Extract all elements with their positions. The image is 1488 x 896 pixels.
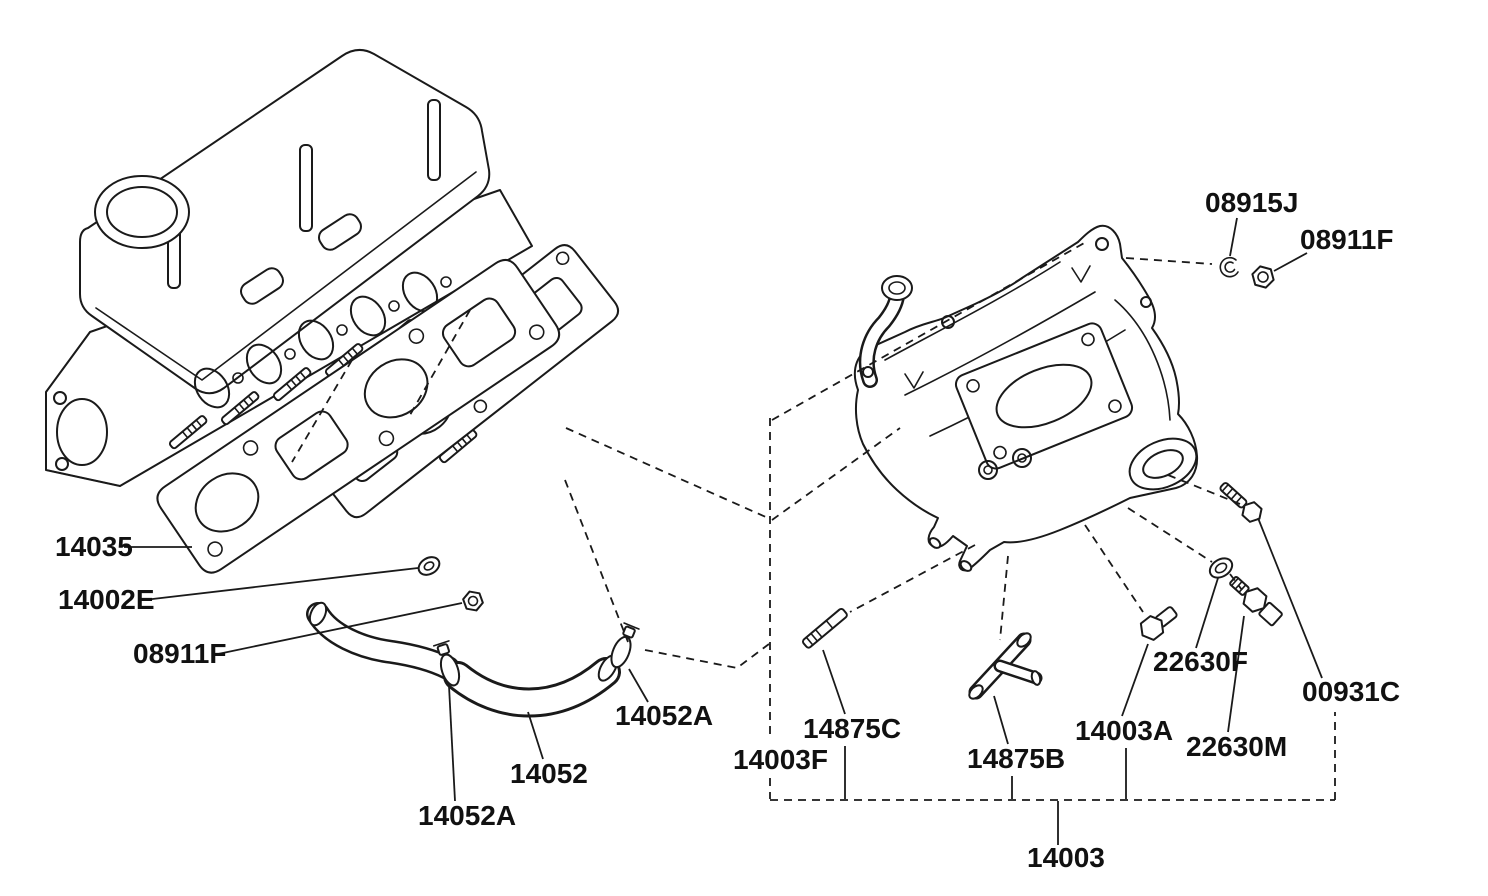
intake-manifold-assembly xyxy=(853,224,1199,572)
head-end-port xyxy=(56,398,108,466)
leader-08915J xyxy=(1229,217,1238,257)
axis-line xyxy=(564,479,629,643)
part-label-14052: 14052 xyxy=(510,758,588,789)
axis-line xyxy=(1229,573,1243,591)
head-bolt-hole xyxy=(53,391,67,405)
part-label-14875C: 14875C xyxy=(803,713,901,744)
valve-cover-pad xyxy=(318,213,362,251)
part-label-08911F-top-right: 08911F xyxy=(1300,224,1393,255)
part-label-14052A-left: 14052A xyxy=(418,800,516,831)
leader-14052 xyxy=(527,711,544,760)
part-label-14003: 14003 xyxy=(1027,842,1105,873)
water-hose-assembly xyxy=(306,556,640,718)
part-label-14875B: 14875B xyxy=(967,743,1065,774)
part-label-14052A-right: 14052A xyxy=(615,700,713,731)
small-parts xyxy=(802,256,1283,700)
axis-line xyxy=(409,309,471,416)
bolt-00931C xyxy=(1219,482,1263,523)
part-label-22630M: 22630M xyxy=(1186,731,1287,762)
direction-arrow xyxy=(1071,265,1091,283)
part-label-14002E: 14002E xyxy=(58,584,155,615)
valve-cover-lip xyxy=(95,171,477,381)
leader-lines xyxy=(124,217,1323,845)
leader-22630F xyxy=(1195,577,1219,649)
nut-08911F-left xyxy=(462,590,484,612)
plug-14003A xyxy=(1139,606,1178,641)
axis-line xyxy=(1084,524,1144,613)
carburetor-flange xyxy=(954,322,1134,470)
nut-08911F-top xyxy=(1251,265,1275,289)
direction-arrow xyxy=(904,371,924,389)
leader-22630M xyxy=(1227,615,1245,733)
axis-line xyxy=(999,555,1009,641)
washer-22630F xyxy=(1208,557,1234,579)
outlet-cap xyxy=(881,275,913,301)
part-label-14035: 14035 xyxy=(55,531,133,562)
valve-cover xyxy=(79,49,491,395)
axis-line xyxy=(291,359,353,463)
oil-filler-cap xyxy=(94,175,190,249)
exhaust-manifold-gasket xyxy=(156,259,561,574)
axis-line xyxy=(644,643,770,669)
stud-14875C xyxy=(802,607,848,649)
axis-line xyxy=(849,544,976,613)
leader-08911F-top xyxy=(1273,252,1308,272)
leader-08911F-left xyxy=(217,602,463,655)
washer-14002E xyxy=(417,556,441,576)
axis-line xyxy=(771,241,1087,421)
part-labels: 08915J 08911F 14035 14002E 08911F 14052A… xyxy=(55,187,1400,873)
snap-ring-08915J xyxy=(1219,256,1239,278)
hose-clamp-left xyxy=(432,640,461,687)
cylinder-head-edge xyxy=(45,331,121,487)
pipe-open-end xyxy=(308,601,328,627)
leader-14875B-up xyxy=(993,695,1009,745)
part-label-08911F-left: 08911F xyxy=(133,638,226,669)
cylinder-head-assembly xyxy=(45,49,533,538)
manifold-gaskets xyxy=(156,244,620,574)
t-connector-14875B xyxy=(968,632,1043,700)
axis-line xyxy=(1125,257,1213,265)
part-label-22630F: 22630F xyxy=(1153,646,1248,677)
part-label-00931C: 00931C xyxy=(1302,676,1400,707)
leader-14875C-up xyxy=(822,649,846,715)
leader-14003A-up xyxy=(1121,643,1149,717)
leader-14052A-left xyxy=(448,685,456,802)
manifold-details xyxy=(862,237,1152,572)
axis-line xyxy=(1127,507,1213,563)
head-bolt-hole xyxy=(55,457,69,471)
assembly-axis-lines xyxy=(291,241,1336,801)
leader-00931C xyxy=(1257,517,1323,679)
axis-line xyxy=(771,427,901,521)
part-label-14003F: 14003F xyxy=(733,744,828,775)
side-outlet-flange xyxy=(1128,437,1198,491)
leader-14052A-right xyxy=(628,668,649,703)
axis-line xyxy=(565,427,769,519)
water-outlet-neck xyxy=(858,275,913,388)
part-label-08915J: 08915J xyxy=(1205,187,1298,218)
valve-cover-pad xyxy=(240,267,284,305)
leader-14002E xyxy=(143,567,419,601)
part-label-14003A: 14003A xyxy=(1075,715,1173,746)
